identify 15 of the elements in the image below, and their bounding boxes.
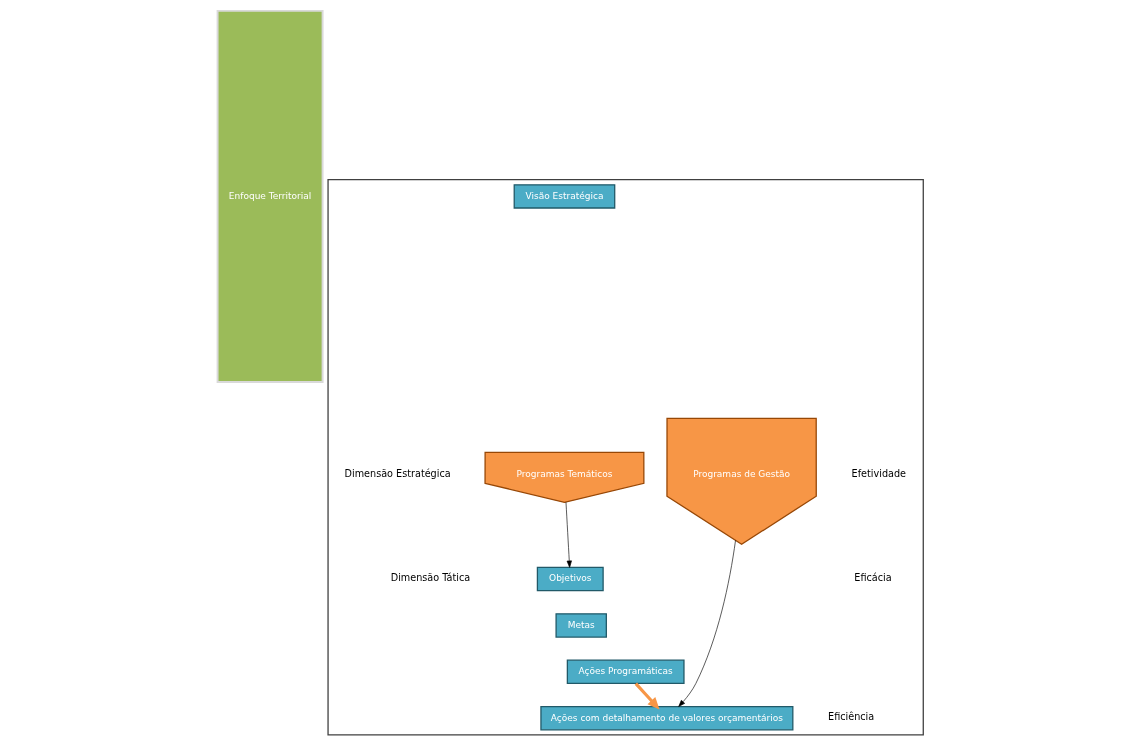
node-box: Ações com detalhamento de valores orçamentários [539, 705, 793, 731]
label: Dimensão Estratégica [344, 467, 451, 479]
arrow [677, 540, 736, 707]
arrow [634, 682, 659, 710]
label: Eficácia [853, 572, 892, 584]
arrow [565, 501, 572, 568]
node-box: Ações Programáticas [566, 659, 685, 685]
label: Efetividade [851, 467, 906, 479]
label: Dimensão Tática [390, 572, 470, 584]
node-box: Objetivos [536, 566, 604, 592]
node-box: Visão Estratégica [513, 184, 615, 209]
label: Eficiência [827, 711, 874, 723]
node-box: Enfoque Territorial [216, 9, 324, 383]
cluster [326, 179, 924, 736]
node-box: Metas [554, 613, 607, 638]
